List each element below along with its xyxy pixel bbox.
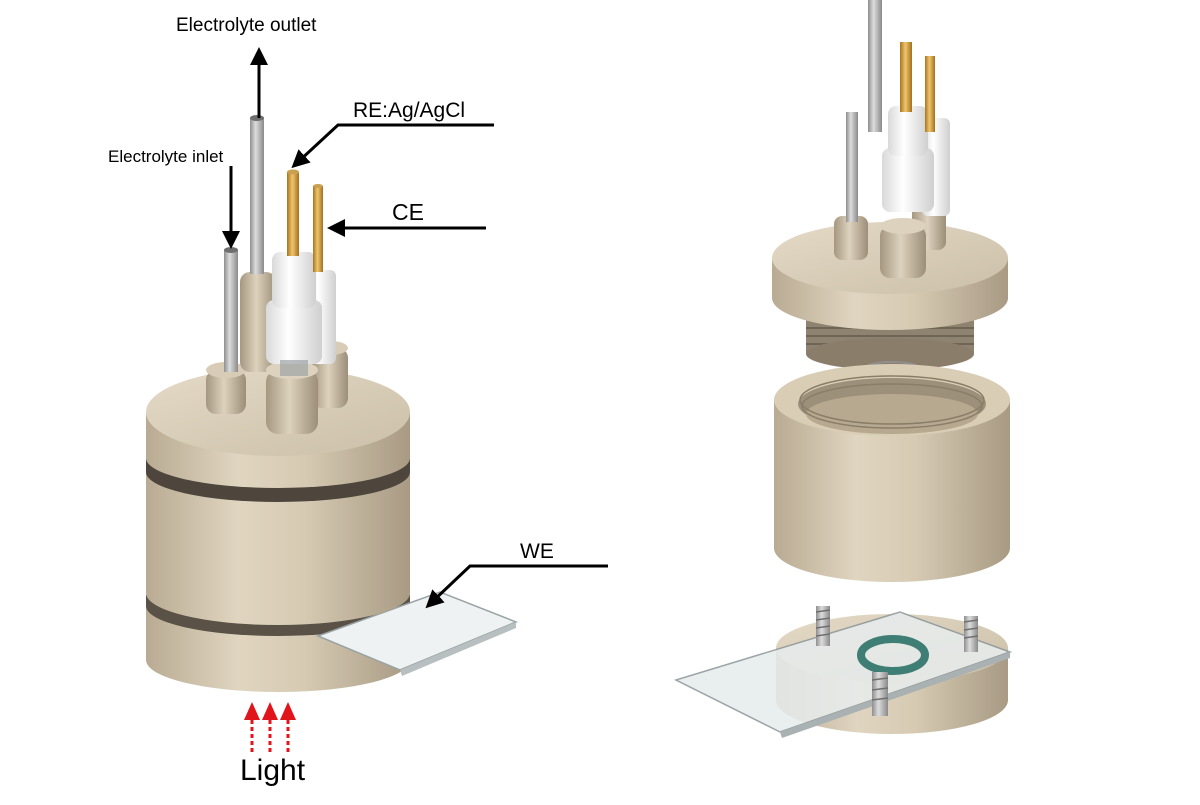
- we-leader: [425, 564, 608, 609]
- exploded-body: [774, 400, 1010, 582]
- cell-body-lower: [146, 470, 410, 625]
- reference-electrode-label: RE:Ag/AgCl: [353, 99, 466, 122]
- re-leader: [291, 123, 494, 169]
- exploded-cell: [673, 0, 1013, 738]
- electrolyte-outlet-tube: [250, 118, 264, 274]
- ce-gold-pin: [313, 186, 323, 272]
- re-sleeve-upper: [272, 252, 316, 308]
- light-label: Light: [240, 754, 306, 787]
- re-sleeve-lower: [266, 300, 322, 364]
- electrolyte-inlet-label: Electrolyte inlet: [108, 147, 224, 166]
- working-electrode-label: WE: [520, 540, 554, 563]
- re-gold-pin: [287, 172, 299, 256]
- screws: [815, 606, 979, 716]
- o-ring: [857, 635, 929, 675]
- counter-electrode-label: CE: [392, 199, 424, 225]
- leader-lines: [222, 47, 608, 609]
- electrolyte-inlet-tube: [224, 250, 238, 372]
- electrolyte-outlet-label: Electrolyte outlet: [176, 15, 317, 36]
- assembled-cell: [146, 115, 519, 692]
- light-arrows: [244, 702, 296, 752]
